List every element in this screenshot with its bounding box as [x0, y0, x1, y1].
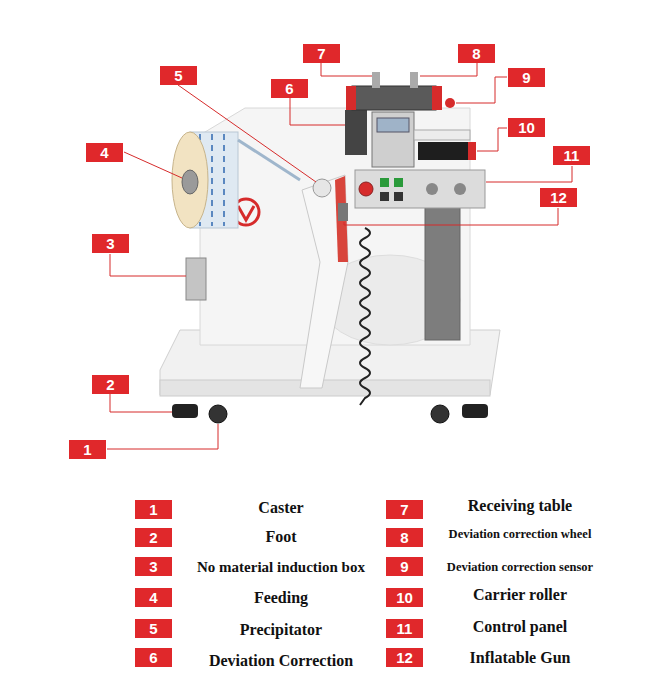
part-name: Deviation Correction: [209, 652, 353, 670]
callout-number: 10: [396, 590, 413, 605]
sensor: [445, 98, 455, 108]
button: [394, 192, 403, 201]
key-box: 9: [386, 557, 423, 576]
part-name: Inflatable Gun: [470, 649, 571, 667]
part-name: No material induction box: [197, 559, 365, 576]
callout-number: 4: [149, 590, 157, 605]
callout-number: 7: [317, 46, 325, 61]
callout-box: 3: [92, 234, 129, 253]
caster: [431, 405, 449, 423]
receiving-table: [352, 86, 436, 110]
knob: [454, 183, 466, 195]
callout-box: 8: [458, 44, 495, 63]
callout-number: 2: [149, 530, 157, 545]
button: [394, 178, 403, 187]
callout-number: 11: [397, 621, 413, 636]
callout-box: 7: [303, 44, 340, 63]
key-box: 4: [135, 588, 172, 607]
roller-frame: [414, 130, 470, 140]
key-box: 5: [135, 619, 172, 638]
base-edge: [160, 380, 490, 396]
callout-number: 1: [149, 502, 157, 517]
callout-box: 9: [508, 68, 545, 87]
part-name: Feeding: [254, 589, 308, 607]
roller-end: [468, 142, 476, 160]
foot: [172, 404, 198, 418]
key-box: 2: [135, 528, 172, 547]
callout-number: 12: [550, 190, 567, 205]
callout-number: 6: [149, 650, 157, 665]
table-end: [346, 86, 356, 110]
callout-number: 9: [522, 70, 530, 85]
callout-number: 6: [285, 81, 293, 96]
callout-number: 7: [400, 502, 408, 517]
caster: [209, 405, 227, 423]
part-name: Carrier roller: [473, 586, 567, 604]
callout-number: 11: [564, 148, 580, 163]
feed-arm: [300, 175, 348, 388]
knob: [426, 183, 438, 195]
stop-button: [359, 182, 373, 196]
callout-number: 8: [400, 530, 408, 545]
gun-holder: [338, 203, 348, 221]
control-panel: [355, 170, 485, 208]
callout-number: 5: [174, 68, 182, 83]
callout-number: 10: [518, 120, 535, 135]
roll-end: [172, 132, 208, 228]
callout-box: 10: [508, 118, 545, 137]
callout-number: 3: [106, 236, 114, 251]
button: [380, 192, 389, 201]
callout-number: 1: [83, 442, 91, 457]
callout-box: 6: [271, 79, 308, 98]
callout-box: 1: [69, 440, 106, 459]
coiled-cable: [360, 228, 370, 405]
part-name: Caster: [258, 499, 303, 517]
part-name: Control panel: [473, 618, 567, 636]
key-box: 12: [386, 648, 423, 667]
roll-hub: [182, 170, 198, 194]
key-box: 1: [135, 500, 172, 519]
callout-box: 11: [553, 146, 590, 165]
film-web: [238, 140, 300, 180]
callout-number: 3: [149, 559, 157, 574]
part-name: Deviation correction wheel: [449, 528, 592, 542]
table-end: [432, 86, 442, 110]
callout-number: 2: [106, 377, 114, 392]
key-box: 3: [135, 557, 172, 576]
button: [380, 178, 389, 187]
part-name: Foot: [265, 528, 296, 546]
callout-box: 2: [92, 375, 129, 394]
controller: [372, 112, 414, 167]
callout-number: 5: [149, 621, 157, 636]
key-box: 7: [386, 500, 423, 519]
guide-bar: [372, 72, 380, 88]
key-box: 8: [386, 528, 423, 547]
callout-number: 9: [400, 559, 408, 574]
induction-box: [186, 258, 206, 300]
lcd-screen: [377, 118, 409, 132]
foot: [462, 404, 488, 418]
callout-number: 12: [396, 650, 413, 665]
key-box: 6: [135, 648, 172, 667]
carrier-roller: [418, 142, 473, 160]
guide-bar: [410, 72, 418, 88]
callout-box: 5: [160, 66, 197, 85]
part-name: Receiving table: [468, 497, 572, 515]
part-name: Precipitator: [240, 621, 322, 639]
callout-number: 8: [472, 46, 480, 61]
part-name: Deviation correction sensor: [447, 561, 593, 575]
callout-box: 4: [86, 143, 123, 162]
side-cover: [425, 200, 460, 340]
correction-unit: [345, 110, 367, 155]
logo-mark: [238, 206, 254, 220]
callout-number: 4: [100, 145, 108, 160]
leader-lines: [107, 63, 572, 449]
key-box: 11: [386, 619, 423, 638]
arm-strip: [335, 176, 348, 262]
key-box: 10: [386, 588, 423, 607]
callout-box: 12: [540, 188, 577, 207]
